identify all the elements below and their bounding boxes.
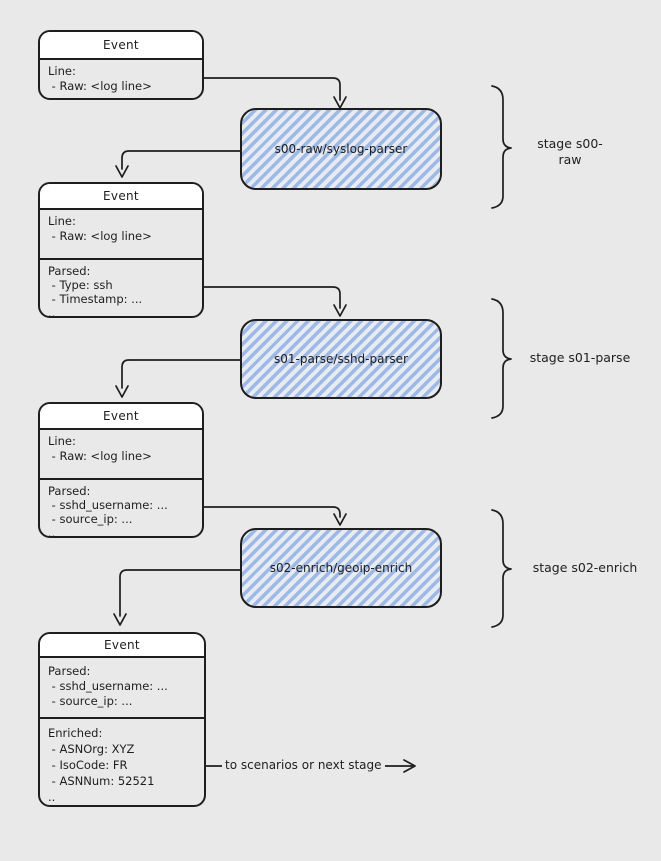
event-section-enriched: Enriched: - ASNOrg: XYZ - IsoCode: FR - … <box>40 717 204 805</box>
event-line: .. <box>48 306 56 316</box>
event-line: - sshd_username: ... <box>48 679 168 693</box>
arrowhead-down-event2 <box>115 165 129 178</box>
arrowhead-down-s01 <box>333 304 347 317</box>
event-line: - source_ip: ... <box>48 512 133 526</box>
event-line: .. <box>48 790 56 804</box>
brace-label-s02: stage s02-enrich <box>532 560 638 575</box>
brace-stage-s02 <box>491 509 512 628</box>
event-line: - ASNOrg: XYZ <box>48 742 135 756</box>
flow-arrow-s01-event3 <box>121 359 241 389</box>
event-title: Event <box>40 634 204 658</box>
stage-label: s00-raw/syslog-parser <box>274 142 408 156</box>
event-title: Event <box>40 184 202 210</box>
event-line: - Raw: <log line> <box>48 79 152 93</box>
flow-arrow-event3-s02 <box>203 506 341 518</box>
event-line: - sshd_username: ... <box>48 498 168 512</box>
stage-box-s00: s00-raw/syslog-parser <box>240 108 442 190</box>
arrowhead-down-event4 <box>113 613 127 626</box>
event-line: Line: <box>48 214 76 228</box>
arrowhead-down-s02 <box>333 513 347 526</box>
event-title: Event <box>40 32 202 60</box>
event-box-2: Event Line: - Raw: <log line> Parsed: - … <box>38 182 204 318</box>
event-line: Line: <box>48 434 76 448</box>
event-line: - IsoCode: FR <box>48 758 128 772</box>
brace-stage-s01 <box>491 298 512 419</box>
event-line: - ASNNum: 52521 <box>48 774 155 788</box>
event-box-4: Event Parsed: - sshd_username: ... - sou… <box>38 632 206 807</box>
flow-arrow-event2-s01 <box>203 286 341 309</box>
event-line: .. <box>48 526 56 536</box>
arrowhead-right-output <box>403 759 416 773</box>
arrowhead-down-event3 <box>115 385 129 398</box>
brace-stage-s00 <box>491 85 512 209</box>
event-title: Event <box>40 404 202 430</box>
event-line: - Type: ssh <box>48 278 113 292</box>
event-section-line: Line: - Raw: <log line> <box>40 210 202 258</box>
event-line: Parsed: <box>48 484 91 498</box>
event-line: - Raw: <log line> <box>48 229 152 243</box>
stage-label: s02-enrich/geoip-enrich <box>269 561 413 575</box>
event-section-parsed: Parsed: - sshd_username: ... - source_ip… <box>40 478 202 536</box>
flow-arrow-s00-event2 <box>121 150 241 170</box>
output-arrow-label: to scenarios or next stage <box>222 758 385 772</box>
brace-label-s00: stage s00- raw <box>537 136 603 167</box>
stage-box-s01: s01-parse/sshd-parser <box>240 319 442 399</box>
event-line: Parsed: <box>48 664 91 678</box>
event-line: Line: <box>48 64 76 78</box>
brace-label-s01: stage s01-parse <box>529 350 631 365</box>
event-line: Enriched: <box>48 726 103 740</box>
event-line: - source_ip: ... <box>48 694 133 708</box>
event-section-parsed: Parsed: - sshd_username: ... - source_ip… <box>40 658 204 717</box>
event-section-line: Line: - Raw: <log line> <box>40 430 202 478</box>
event-line: - Timestamp: ... <box>48 292 143 306</box>
stage-label: s01-parse/sshd-parser <box>274 352 408 366</box>
event-line: Parsed: <box>48 264 91 278</box>
flow-arrow-s02-event4 <box>119 569 241 617</box>
event-line: - Raw: <log line> <box>48 449 152 463</box>
stage-box-s02: s02-enrich/geoip-enrich <box>240 528 442 608</box>
event-box-3: Event Line: - Raw: <log line> Parsed: - … <box>38 402 204 538</box>
event-section-line: Line: - Raw: <log line> <box>40 60 202 100</box>
event-box-1: Event Line: - Raw: <log line> <box>38 30 204 100</box>
flow-arrow-event1-s00 <box>203 77 341 101</box>
arrowhead-down-s00 <box>333 96 347 109</box>
event-section-parsed: Parsed: - Type: ssh - Timestamp: ... .. <box>40 258 202 316</box>
